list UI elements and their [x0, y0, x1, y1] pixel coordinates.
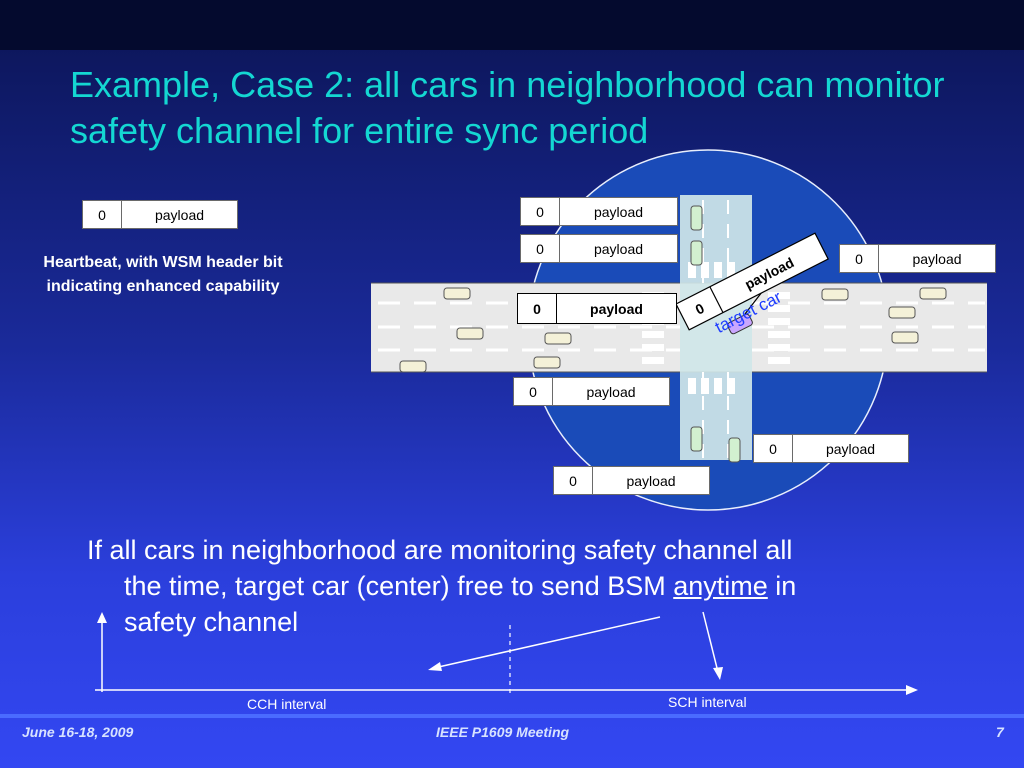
footer-rule	[0, 714, 1024, 718]
packet-payload: payload	[593, 203, 644, 220]
car	[690, 426, 703, 452]
neighbor-packet: 0 payload	[513, 377, 670, 406]
packet-bit: 0	[521, 235, 560, 262]
car	[544, 332, 572, 345]
cch-interval-label: CCH interval	[247, 696, 327, 712]
packet-payload: payload	[626, 472, 676, 489]
sch-interval-label: SCH interval	[668, 694, 747, 710]
packet-payload: payload	[593, 240, 644, 257]
car	[690, 205, 703, 231]
packet-payload: payload	[590, 300, 643, 317]
heartbeat-caption-line1: Heartbeat, with WSM header bit	[43, 254, 283, 271]
packet-bit: 0	[840, 245, 879, 272]
slide-title: Example, Case 2: all cars in neighborhoo…	[70, 64, 945, 151]
footer-date: June 16-18, 2009	[22, 724, 134, 740]
bullet-line2: the time, target car (center) free to se…	[87, 568, 997, 604]
car	[888, 306, 916, 319]
sch-pointer-arrow	[702, 611, 719, 673]
heartbeat-caption-line2: indicating enhanced capability	[46, 278, 280, 295]
car	[919, 287, 947, 300]
neighbor-packet: 0 payload	[553, 466, 710, 495]
neighbor-packet: 0 payload	[753, 434, 909, 463]
bullet-line3: safety channel	[124, 607, 299, 637]
target-pointer	[744, 291, 763, 315]
car	[443, 287, 471, 300]
neighbor-packet: 0 payload	[520, 234, 678, 263]
car	[728, 437, 741, 463]
bullet-text: If all cars in neighborhood are monitori…	[87, 532, 997, 640]
neighbor-packet: 0 payload	[839, 244, 996, 273]
cch-pointer-arrow	[433, 616, 661, 669]
packet-payload: payload	[586, 383, 636, 400]
car	[891, 331, 919, 344]
car	[690, 240, 703, 266]
heartbeat-caption: Heartbeat, with WSM header bit indicatin…	[8, 251, 318, 299]
car	[533, 356, 561, 369]
packet-payload: payload	[154, 206, 205, 223]
neighbor-packet: 0 payload	[520, 197, 678, 226]
bullet-line2-end: in	[767, 571, 797, 601]
target-car	[727, 313, 753, 335]
packet-payload: payload	[912, 250, 962, 267]
footer-meeting: IEEE P1609 Meeting	[436, 724, 570, 740]
heartbeat-packet: 0 payload	[82, 200, 238, 229]
packet-bit: 0	[514, 378, 553, 405]
packet-payload: payload	[825, 440, 876, 457]
packet-bit: 0	[521, 198, 560, 225]
top-bar	[0, 0, 1024, 50]
packet-bit: 0	[518, 294, 557, 323]
target-packet	[675, 232, 829, 331]
packet-bit: 0	[83, 201, 122, 228]
bullet-line1: If all cars in neighborhood are monitori…	[87, 535, 793, 565]
packet-bit: 0	[554, 467, 593, 494]
bullet-emphasis: anytime	[673, 571, 768, 601]
car	[456, 327, 484, 340]
car	[821, 288, 849, 301]
car	[399, 360, 427, 373]
bullet-line2-text: the time, target car (center) free to se…	[124, 571, 674, 601]
neighbor-packet: 0 payload	[517, 293, 677, 324]
footer-page-number: 7	[996, 724, 1004, 740]
packet-bit: 0	[754, 435, 793, 462]
